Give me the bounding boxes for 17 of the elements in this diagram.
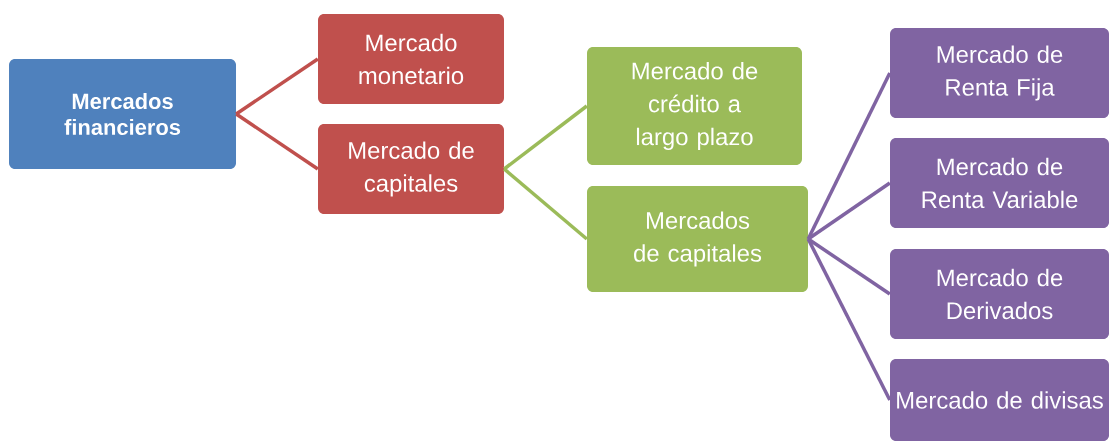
process-box: Mercado de Renta Variable — [890, 138, 1109, 228]
process-box: Mercado de divisas — [890, 359, 1109, 441]
connector-line — [235, 112, 319, 171]
connector-line — [807, 181, 891, 241]
connector-line — [503, 167, 588, 241]
process-box: Mercado de capitales — [318, 124, 504, 214]
process-box: Mercado de Renta Fija — [890, 28, 1109, 118]
process-box: Mercado de crédito a largo plazo — [587, 47, 802, 165]
process-box: Mercado de Derivados — [890, 249, 1109, 339]
connector-line — [235, 57, 319, 116]
connector-line — [806, 72, 892, 240]
connector-line — [503, 104, 588, 171]
connector-line — [806, 238, 892, 401]
connector-line — [807, 237, 891, 296]
process-box: Mercado monetario — [318, 14, 504, 104]
process-box: Mercados financieros — [9, 59, 236, 169]
process-box: Mercados de capitales — [587, 186, 808, 292]
